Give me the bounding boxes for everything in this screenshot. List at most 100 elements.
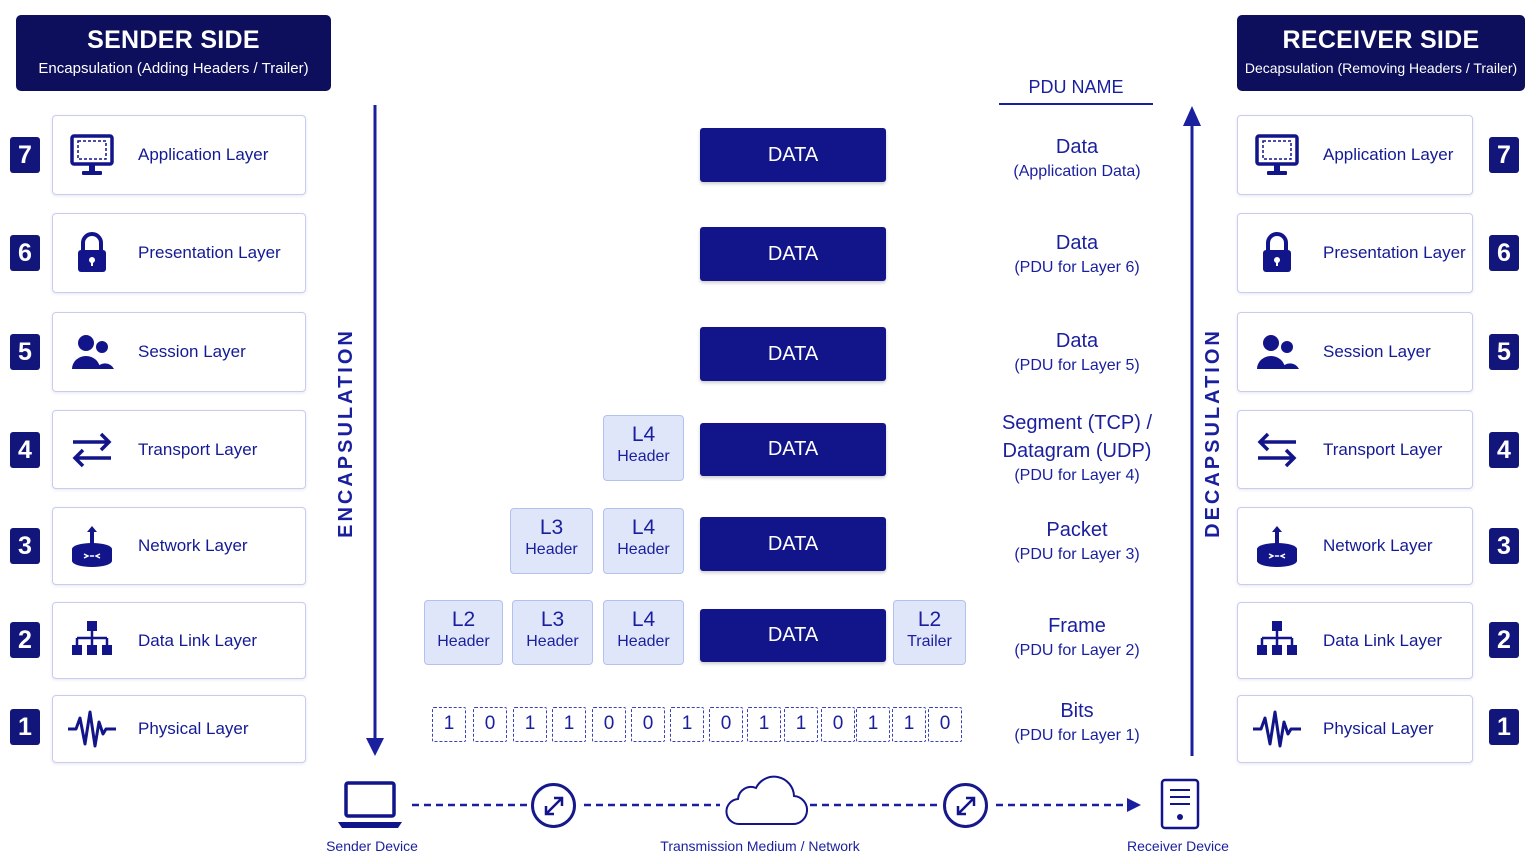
bit-cell: 0 (473, 707, 507, 742)
receiver-layer-label: Application Layer (1323, 145, 1454, 164)
receiver-title-box: RECEIVER SIDE Decapsulation (Removing He… (1237, 15, 1525, 91)
receiver-layer-label: Session Layer (1323, 342, 1431, 361)
l2-trailer-row2: L2 Trailer (893, 600, 966, 665)
sender-layer-physical: Physical Layer (52, 695, 306, 763)
data-block-l3: DATA (700, 517, 886, 571)
data-block-l6: DATA (700, 227, 886, 281)
pdu-name-l6: Data (PDU for Layer 6) (992, 229, 1162, 279)
receiver-layer-label: Physical Layer (1323, 719, 1434, 738)
trailer-kind: Trailer (907, 633, 952, 650)
receiver-layer-label: Network Layer (1323, 536, 1433, 555)
pdu-heading: PDU NAME (999, 77, 1153, 105)
bit-cell: 0 (709, 707, 743, 742)
pdu-sub: (PDU for Layer 2) (1014, 642, 1140, 659)
data-block-l5: DATA (700, 327, 886, 381)
receiver-layer-datalink: Data Link Layer (1237, 602, 1473, 679)
sender-layer-datalink: Data Link Layer (52, 602, 306, 679)
sender-layer-session: Session Layer (52, 312, 306, 392)
sender-device-label: Sender Device (326, 838, 418, 854)
header-id: L2 (451, 608, 476, 631)
receiver-layer-transport: Transport Layer (1237, 410, 1473, 489)
receiver-badge-1: 1 (1489, 709, 1519, 745)
waveform-icon (1252, 704, 1302, 754)
trailer-id: L2 (917, 608, 942, 631)
bit-cell: 1 (513, 707, 547, 742)
receiver-layer-label: Presentation Layer (1323, 243, 1466, 262)
pdu-main: Segment (TCP) / Datagram (UDP) (1001, 412, 1153, 462)
bit-cell: 0 (592, 707, 626, 742)
pdu-name-l1: Bits (PDU for Layer 1) (992, 697, 1162, 747)
pdu-name-l7: Data (Application Data) (992, 133, 1162, 183)
receiver-layer-presentation: Presentation Layer (1237, 213, 1473, 293)
sender-badge-3: 3 (10, 528, 40, 564)
receiver-title: RECEIVER SIDE (1282, 26, 1480, 54)
receiver-badge-5: 5 (1489, 334, 1519, 370)
pdu-name-l5: Data (PDU for Layer 5) (992, 327, 1162, 377)
pdu-sub: (PDU for Layer 4) (1014, 467, 1140, 484)
pdu-sub: (PDU for Layer 6) (1014, 259, 1140, 276)
sender-layer-label: Application Layer (138, 145, 269, 164)
bit-cell: 1 (747, 707, 781, 742)
pdu-main: Bits (1060, 700, 1094, 722)
header-kind: Header (617, 448, 670, 465)
pdu-sub: (PDU for Layer 1) (1014, 727, 1140, 744)
receiver-layer-label: Transport Layer (1323, 439, 1443, 459)
bit-cell: 1 (432, 707, 466, 742)
waveform-icon (67, 704, 117, 754)
sender-layer-label: Physical Layer (138, 719, 249, 738)
sender-layer-label: Transport Layer (138, 439, 258, 459)
pdu-main: Data (1055, 232, 1099, 254)
receiver-layer-physical: Physical Layer (1237, 695, 1473, 763)
l2-header-row2: L2 Header (424, 600, 503, 665)
header-id: L4 (631, 516, 656, 539)
pdu-sub: (PDU for Layer 3) (1014, 546, 1140, 563)
monitor-icon (1252, 130, 1302, 180)
pdu-name-l3: Packet (PDU for Layer 3) (992, 516, 1162, 566)
receiver-badge-4: 4 (1489, 432, 1519, 468)
header-kind: Header (437, 633, 490, 650)
data-block-l2: DATA (700, 609, 886, 662)
router-icon (67, 521, 117, 571)
router-icon (1252, 521, 1302, 571)
sender-layer-network: Network Layer (52, 507, 306, 585)
sender-badge-1: 1 (10, 709, 40, 745)
pdu-name-l4: Segment (TCP) / Datagram (UDP) (PDU for … (992, 409, 1162, 487)
bit-cell: 1 (784, 707, 818, 742)
pdu-sub: (PDU for Layer 5) (1014, 357, 1140, 374)
sender-badge-7: 7 (10, 137, 40, 173)
pdu-main: Data (1055, 330, 1099, 352)
cloud-icon (722, 774, 809, 833)
pdu-main: Packet (1046, 519, 1108, 541)
server-device-icon (1160, 778, 1200, 835)
header-kind: Header (617, 633, 670, 650)
pdu-main: Data (1055, 136, 1099, 158)
sender-layer-transport: Transport Layer (52, 410, 306, 489)
lock-icon (67, 228, 117, 278)
hierarchy-icon (67, 616, 117, 666)
receiver-badge-2: 2 (1489, 622, 1519, 658)
sender-subtitle: Encapsulation (Adding Headers / Trailer) (38, 60, 309, 77)
l4-header-row3: L4 Header (603, 508, 684, 574)
sender-title-box: SENDER SIDE Encapsulation (Adding Header… (16, 15, 331, 91)
header-id: L4 (631, 423, 656, 446)
hierarchy-icon (1252, 616, 1302, 666)
pdu-sub: (Application Data) (1013, 163, 1141, 180)
receiver-layer-network: Network Layer (1237, 507, 1473, 585)
encapsulation-label: ENCAPSULATION (335, 328, 357, 538)
lock-icon (1252, 228, 1302, 278)
sender-layer-label: Presentation Layer (138, 243, 281, 262)
transmission-medium-label: Transmission Medium / Network (660, 838, 860, 854)
l4-header-row4: L4 Header (603, 415, 684, 481)
sender-layer-label: Data Link Layer (138, 630, 258, 650)
arrows-icon (1252, 425, 1302, 475)
users-icon (67, 327, 117, 377)
header-id: L4 (631, 608, 656, 631)
header-kind: Header (617, 541, 670, 558)
decapsulation-label: DECAPSULATION (1202, 328, 1224, 538)
users-icon (1252, 327, 1302, 377)
receiver-device-label: Receiver Device (1127, 838, 1229, 854)
bit-cell: 0 (821, 707, 855, 742)
receiver-subtitle: Decapsulation (Removing Headers / Traile… (1244, 60, 1518, 76)
sender-badge-6: 6 (10, 235, 40, 271)
